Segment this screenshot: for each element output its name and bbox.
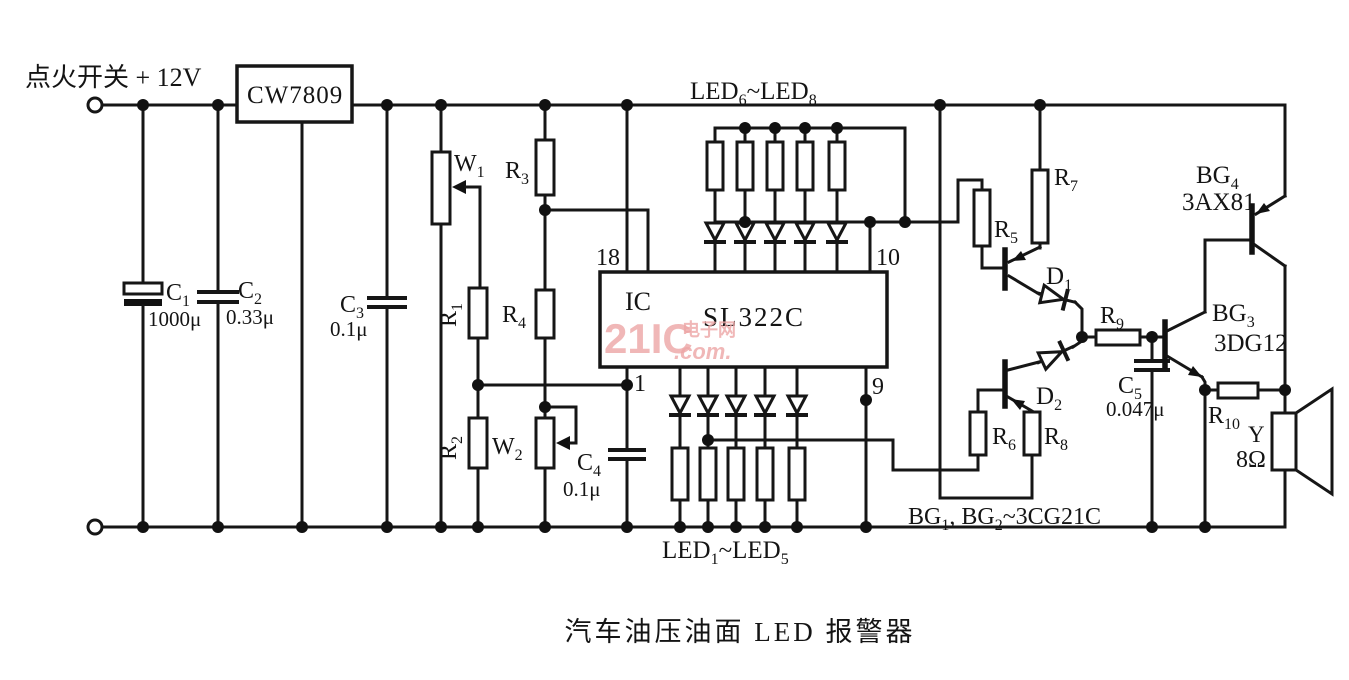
resistor-r1: [467, 286, 629, 420]
led-group-top: [703, 126, 960, 274]
label-bg4: BG4: [1196, 162, 1239, 193]
resistor-r2: [467, 416, 489, 529]
label-w2: W2: [492, 434, 523, 464]
ground-terminal: [86, 518, 104, 536]
led-column: [733, 126, 757, 274]
label-r8: R8: [1044, 424, 1068, 454]
led-column: [763, 126, 787, 274]
ic-part-number: SL322C: [703, 302, 805, 332]
part-bg3: 3DG12: [1214, 330, 1288, 357]
label-c4: C4: [577, 450, 601, 480]
speaker-symbol: [1270, 386, 1334, 529]
regulator-label: CW7809: [247, 82, 343, 109]
capacitor-c3: [367, 103, 407, 529]
capacitor-c1: [122, 103, 164, 529]
value-speaker: 8Ω: [1236, 447, 1266, 473]
label-speaker: Y: [1248, 422, 1265, 447]
value-c1: 1000μ: [148, 307, 201, 331]
label-r5: R5: [994, 217, 1018, 247]
ic-pin-9: 9: [872, 374, 884, 400]
diode-d2: [1035, 335, 1084, 372]
power-input-label: 点火开关 + 12V: [25, 63, 202, 92]
ic-pin-1: 1: [634, 371, 646, 397]
led-column: [785, 365, 809, 529]
part-bg4: 3AX81: [1182, 189, 1256, 216]
label-c1: C1: [166, 280, 190, 310]
led-group-bottom: [668, 365, 980, 529]
transistor-bg4: [1249, 193, 1288, 415]
resistor-r7: [1030, 103, 1050, 250]
potentiometer-w1: [430, 103, 482, 529]
resistor-r5: [956, 178, 1005, 270]
capacitor-c4: [608, 383, 646, 529]
led-column: [753, 365, 777, 529]
input-terminal: [86, 96, 104, 114]
label-r4: R4: [502, 302, 526, 332]
led-column: [825, 126, 849, 274]
label-bg3: BG3: [1212, 300, 1255, 331]
diode-d1: [1036, 282, 1084, 339]
label-r10: R10: [1208, 403, 1240, 433]
resistor-r10: [1203, 381, 1287, 400]
led-column: [703, 126, 727, 274]
resistor-r8: [938, 103, 1042, 500]
label-r3: R3: [505, 158, 529, 188]
led-column: [668, 365, 692, 529]
led-column: [696, 365, 720, 529]
label-d2: D2: [1036, 383, 1062, 414]
ic-designator: IC: [625, 287, 651, 316]
value-c3: 0.1μ: [330, 317, 368, 341]
watermark: 21IC 电子网 .com.: [604, 315, 736, 364]
watermark-brand: 21IC: [604, 315, 693, 362]
label-d1: D1: [1046, 263, 1072, 294]
potentiometer-w2: [534, 405, 578, 529]
label-r6: R6: [992, 424, 1016, 454]
led-column: [793, 126, 817, 274]
watermark-tld: .com.: [674, 339, 731, 364]
label-c3: C3: [340, 292, 364, 322]
junction-dots: [137, 99, 1291, 533]
transistor-bg2: [1002, 359, 1041, 414]
label-r1: R1: [436, 303, 466, 327]
label-w1: W1: [454, 151, 485, 181]
label-c2: C2: [238, 278, 262, 308]
watermark-cn: 电子网: [682, 319, 736, 340]
value-c4: 0.1μ: [563, 477, 601, 501]
resistor-r4: [534, 288, 556, 420]
value-c5: 0.047μ: [1106, 397, 1165, 421]
resistor-r6: [968, 388, 1005, 472]
ic-pin-10: 10: [876, 245, 900, 271]
label-c5: C5: [1118, 373, 1142, 403]
ic-pin-18: 18: [596, 245, 620, 271]
led-column: [724, 365, 748, 529]
transistor-bg1: [1002, 244, 1043, 297]
label-r9: R9: [1100, 303, 1124, 333]
schematic-caption: 汽车油压油面 LED 报警器: [565, 617, 916, 647]
capacitor-c2: [197, 103, 239, 529]
value-c2: 0.33μ: [226, 305, 274, 329]
led-bottom-label: LED1~LED5: [662, 537, 789, 568]
led-top-label: LED6~LED8: [690, 78, 817, 109]
voltage-regulator: [235, 64, 354, 529]
transistor-bg3: [1162, 238, 1252, 529]
resistor-r3: [534, 103, 650, 292]
label-r7: R7: [1054, 165, 1078, 195]
transistor-note: BG1, BG2~3CG21C: [908, 504, 1101, 534]
label-r2: R2: [436, 436, 466, 460]
